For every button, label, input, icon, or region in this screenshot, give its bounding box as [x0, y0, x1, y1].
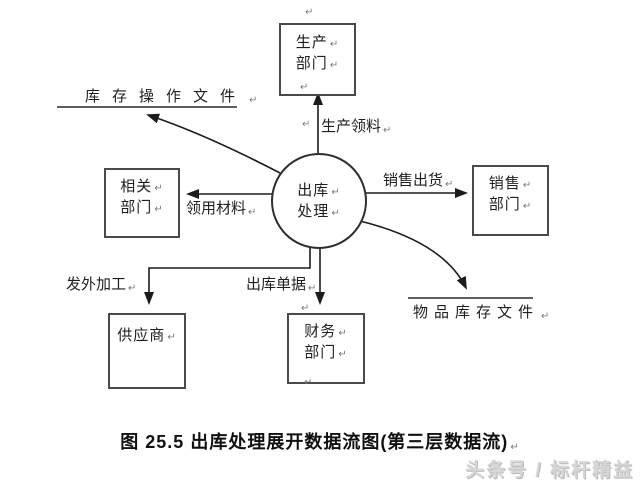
pilcrow-mark: ↵ — [128, 283, 137, 294]
pilcrow-mark: ↵ — [154, 183, 164, 194]
pilcrow-mark: ↵ — [300, 82, 309, 93]
flow-label-production-picking: 生产领料↵ — [321, 115, 391, 136]
pilcrow-mark: ↵ — [302, 119, 311, 130]
pilcrow-mark: ↵ — [329, 60, 340, 71]
entity-finance-line2: 部门 — [304, 344, 337, 361]
flow-label-outsourced-processing-text: 发外加工 — [66, 276, 127, 293]
flow-label-outbound-documents: 出库单据↵ — [246, 273, 316, 294]
process-line2: 处理 — [297, 203, 330, 220]
flow-to-item-inventory-file-line — [359, 220, 467, 290]
flow-label-sales-shipment-text: 销售出货 — [383, 172, 444, 189]
pilcrow-mark: ↵ — [383, 125, 392, 136]
flow-label-outsourced-processing: 发外加工↵ — [66, 273, 136, 294]
entity-supplier: 供应商↵ — [108, 313, 186, 389]
entity-finance-dept: 财务↵ 部门↵ — [287, 313, 365, 384]
pilcrow-mark: ↵ — [167, 332, 177, 343]
entity-related-line1: 相关 — [120, 178, 153, 195]
pilcrow-mark: ↵ — [304, 377, 313, 388]
datastore-item-inventory-file-text: 物品库存文件 — [413, 304, 540, 321]
pilcrow-mark: ↵ — [522, 180, 533, 191]
pilcrow-mark: ↵ — [522, 201, 533, 212]
pilcrow-mark: ↵ — [248, 207, 257, 218]
pilcrow-mark: ↵ — [329, 39, 340, 50]
process-outbound-handling: 出库↵ 处理↵ — [271, 153, 367, 249]
flow-label-material-requisition: 领用材料↵ — [186, 197, 256, 218]
entity-finance-line1: 财务 — [304, 323, 337, 340]
process-line1: 出库 — [297, 182, 330, 199]
pilcrow-mark: ↵ — [510, 442, 520, 453]
pilcrow-mark: ↵ — [301, 303, 310, 314]
pilcrow-mark: ↵ — [338, 328, 348, 339]
pilcrow-mark: ↵ — [305, 7, 314, 18]
entity-related-dept: 相关↵ 部门↵ — [104, 168, 180, 238]
entity-sales-line2: 部门 — [488, 196, 521, 213]
pilcrow-mark: ↵ — [338, 349, 348, 360]
figure-caption: 图 25.5 出库处理展开数据流图(第三层数据流)↵ — [0, 428, 640, 454]
entity-related-line2: 部门 — [120, 199, 153, 216]
pilcrow-mark: ↵ — [331, 187, 341, 198]
pilcrow-mark: ↵ — [331, 208, 341, 219]
watermark-text: 头条号 / 标杆精益 — [465, 460, 634, 481]
entity-supplier-line1: 供应商 — [117, 327, 166, 344]
flow-label-sales-shipment: 销售出货↵ — [383, 169, 453, 190]
datastore-inventory-operation-file-label: 库存操作文件↵ — [85, 85, 257, 106]
pilcrow-mark: ↵ — [249, 95, 258, 106]
flow-outsourced-processing-line — [144, 244, 311, 305]
pilcrow-mark: ↵ — [308, 283, 317, 294]
flow-label-outbound-documents-text: 出库单据 — [246, 276, 307, 293]
pilcrow-mark: ↵ — [541, 311, 550, 322]
figure-caption-text: 图 25.5 出库处理展开数据流图(第三层数据流) — [120, 432, 509, 452]
flow-to-inventory-operation-file-line — [146, 113, 281, 174]
entity-sales-line1: 销售 — [488, 175, 521, 192]
entity-production-line1: 生产 — [295, 34, 328, 51]
entity-sales-dept: 销售↵ 部门↵ — [472, 165, 549, 236]
pilcrow-mark: ↵ — [445, 179, 454, 190]
pilcrow-mark: ↵ — [154, 204, 164, 215]
flow-label-production-picking-text: 生产领料 — [321, 118, 382, 135]
entity-production-line2: 部门 — [295, 55, 328, 72]
datastore-item-inventory-file-label: 物品库存文件↵ — [413, 301, 549, 322]
datastore-inventory-operation-file-text: 库存操作文件 — [85, 88, 248, 105]
entity-production-dept: 生产↵ 部门↵ — [279, 23, 356, 96]
flow-label-material-requisition-text: 领用材料 — [186, 200, 247, 217]
